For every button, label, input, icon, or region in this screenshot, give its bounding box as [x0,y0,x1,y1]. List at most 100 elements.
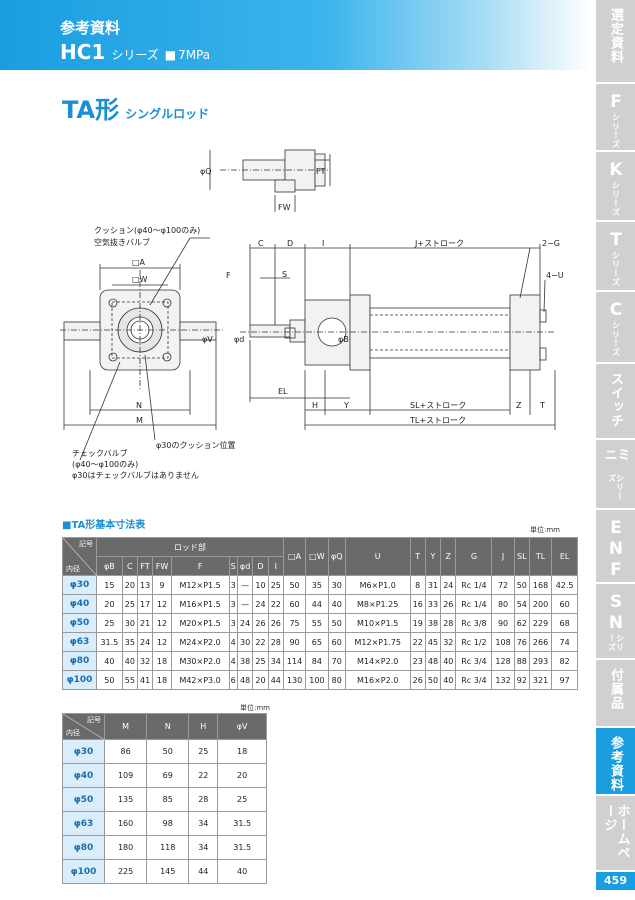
table-cell: 44 [188,859,219,884]
table-cell: — [236,575,254,595]
table-cell: 97 [551,670,578,690]
table-cell: 86 [103,739,148,764]
table-cell: 50 [96,670,123,690]
table-cell: 98 [146,811,190,836]
label-D: D [287,239,293,248]
table-cell: 24 [136,632,154,652]
table-cell: 15 [96,575,123,595]
col-header: D [252,556,269,576]
col-header: □A [282,537,307,576]
table-cell: 31.5 [217,835,267,860]
table-cell: 35 [305,575,329,595]
table-cell: 90 [282,632,307,652]
table-cell: 50 [424,670,442,690]
table-cell: 132 [491,670,515,690]
table-cell: M16×P1.5 [170,594,230,614]
table-cell: 9 [152,575,172,595]
label-C: C [258,239,264,248]
bore-size: φ30 [62,575,97,595]
table-cell: 20 [217,763,267,788]
tab-selection-data[interactable]: 選定資料 [596,0,635,82]
table-cell: 20 [96,594,123,614]
table-cell: 22 [252,632,269,652]
table-cell: M20×P1.5 [170,613,230,633]
label-N: N [136,401,142,410]
table-cell: 26 [252,613,269,633]
table-cell: 225 [103,859,148,884]
tab-switch[interactable]: スイッチ [596,364,635,438]
table-cell: 92 [513,670,530,690]
table-cell: 100 [305,670,329,690]
table-cell: 30 [121,613,138,633]
table-cell: 62 [513,613,530,633]
table-cell: 31 [424,575,442,595]
tab-mini-series[interactable]: ミニシリーズ [596,440,635,508]
table-cell: 82 [551,651,578,671]
label-phiB: φB [338,335,349,344]
table-cell: 40 [327,594,346,614]
table-cell: 88 [513,651,530,671]
section-title: TA形シングルロッド [62,90,209,125]
table-cell: 18 [152,670,172,690]
label-SL: SL+ストローク [410,401,466,410]
tab-enf-series[interactable]: ENFインテリジェントシリーズ [568,510,635,590]
rod-group-header: ロッド部 [96,537,284,557]
label-sqA: □A [132,258,146,267]
col-header: □W [305,537,329,576]
table-cell: 44 [305,594,329,614]
col-header: G [455,537,493,576]
label-EL: EL [278,387,288,396]
table-cell: 60 [327,632,346,652]
label-check-valve: チェックバルブ [72,448,128,458]
label-check-range: (φ40～φ100のみ) [72,460,138,469]
table-cell: 118 [146,835,190,860]
table-cell: 32 [136,651,154,671]
table-cell: 26 [267,613,284,633]
table-cell: 20 [252,670,269,690]
bore-size: φ80 [62,835,105,860]
table-cell: 18 [152,651,172,671]
bore-size: φ80 [62,651,97,671]
tab-reference[interactable]: 参考資料 [596,728,635,794]
table-cell: 60 [282,594,307,614]
table-cell: 4 [228,632,238,652]
tab-homepage[interactable]: ホームページ [596,796,635,870]
label-air-vent: 空気抜きバルブ [94,237,150,247]
col-header: FT [136,556,154,576]
table-cell: Rc 1/4 [455,594,493,614]
label-FT: FT [316,167,325,176]
table-cell: Rc 1/4 [455,575,493,595]
table-cell: 180 [103,835,148,860]
col-header: FW [152,556,172,576]
table-cell: 80 [327,670,346,690]
tab-accessories[interactable]: 付属品 [596,660,635,726]
table-cell: 31.5 [217,811,267,836]
table-cell: Rc 1/2 [455,632,493,652]
corner-header: 記号内径 [62,713,105,740]
table-cell: Rc 3/4 [455,651,493,671]
col-header: N [146,713,190,740]
label-2G: 2−G [542,239,560,248]
pressure-rating: 7MPa [178,48,211,62]
col-header: φd [236,556,254,576]
table-cell: 26 [440,594,457,614]
table-cell: 48 [236,670,254,690]
col-header: M [103,713,148,740]
table-cell: 38 [424,613,442,633]
table-cell: 135 [103,787,148,812]
table-cell: 3 [228,613,238,633]
label-check-note: φ30はチェックバルブはありません [72,470,199,480]
table-cell: 321 [528,670,553,690]
table-cell: 21 [136,613,154,633]
table-cell: 229 [528,613,553,633]
table-cell: 24 [252,594,269,614]
table-cell: 30 [236,632,254,652]
table-cell: 65 [305,632,329,652]
